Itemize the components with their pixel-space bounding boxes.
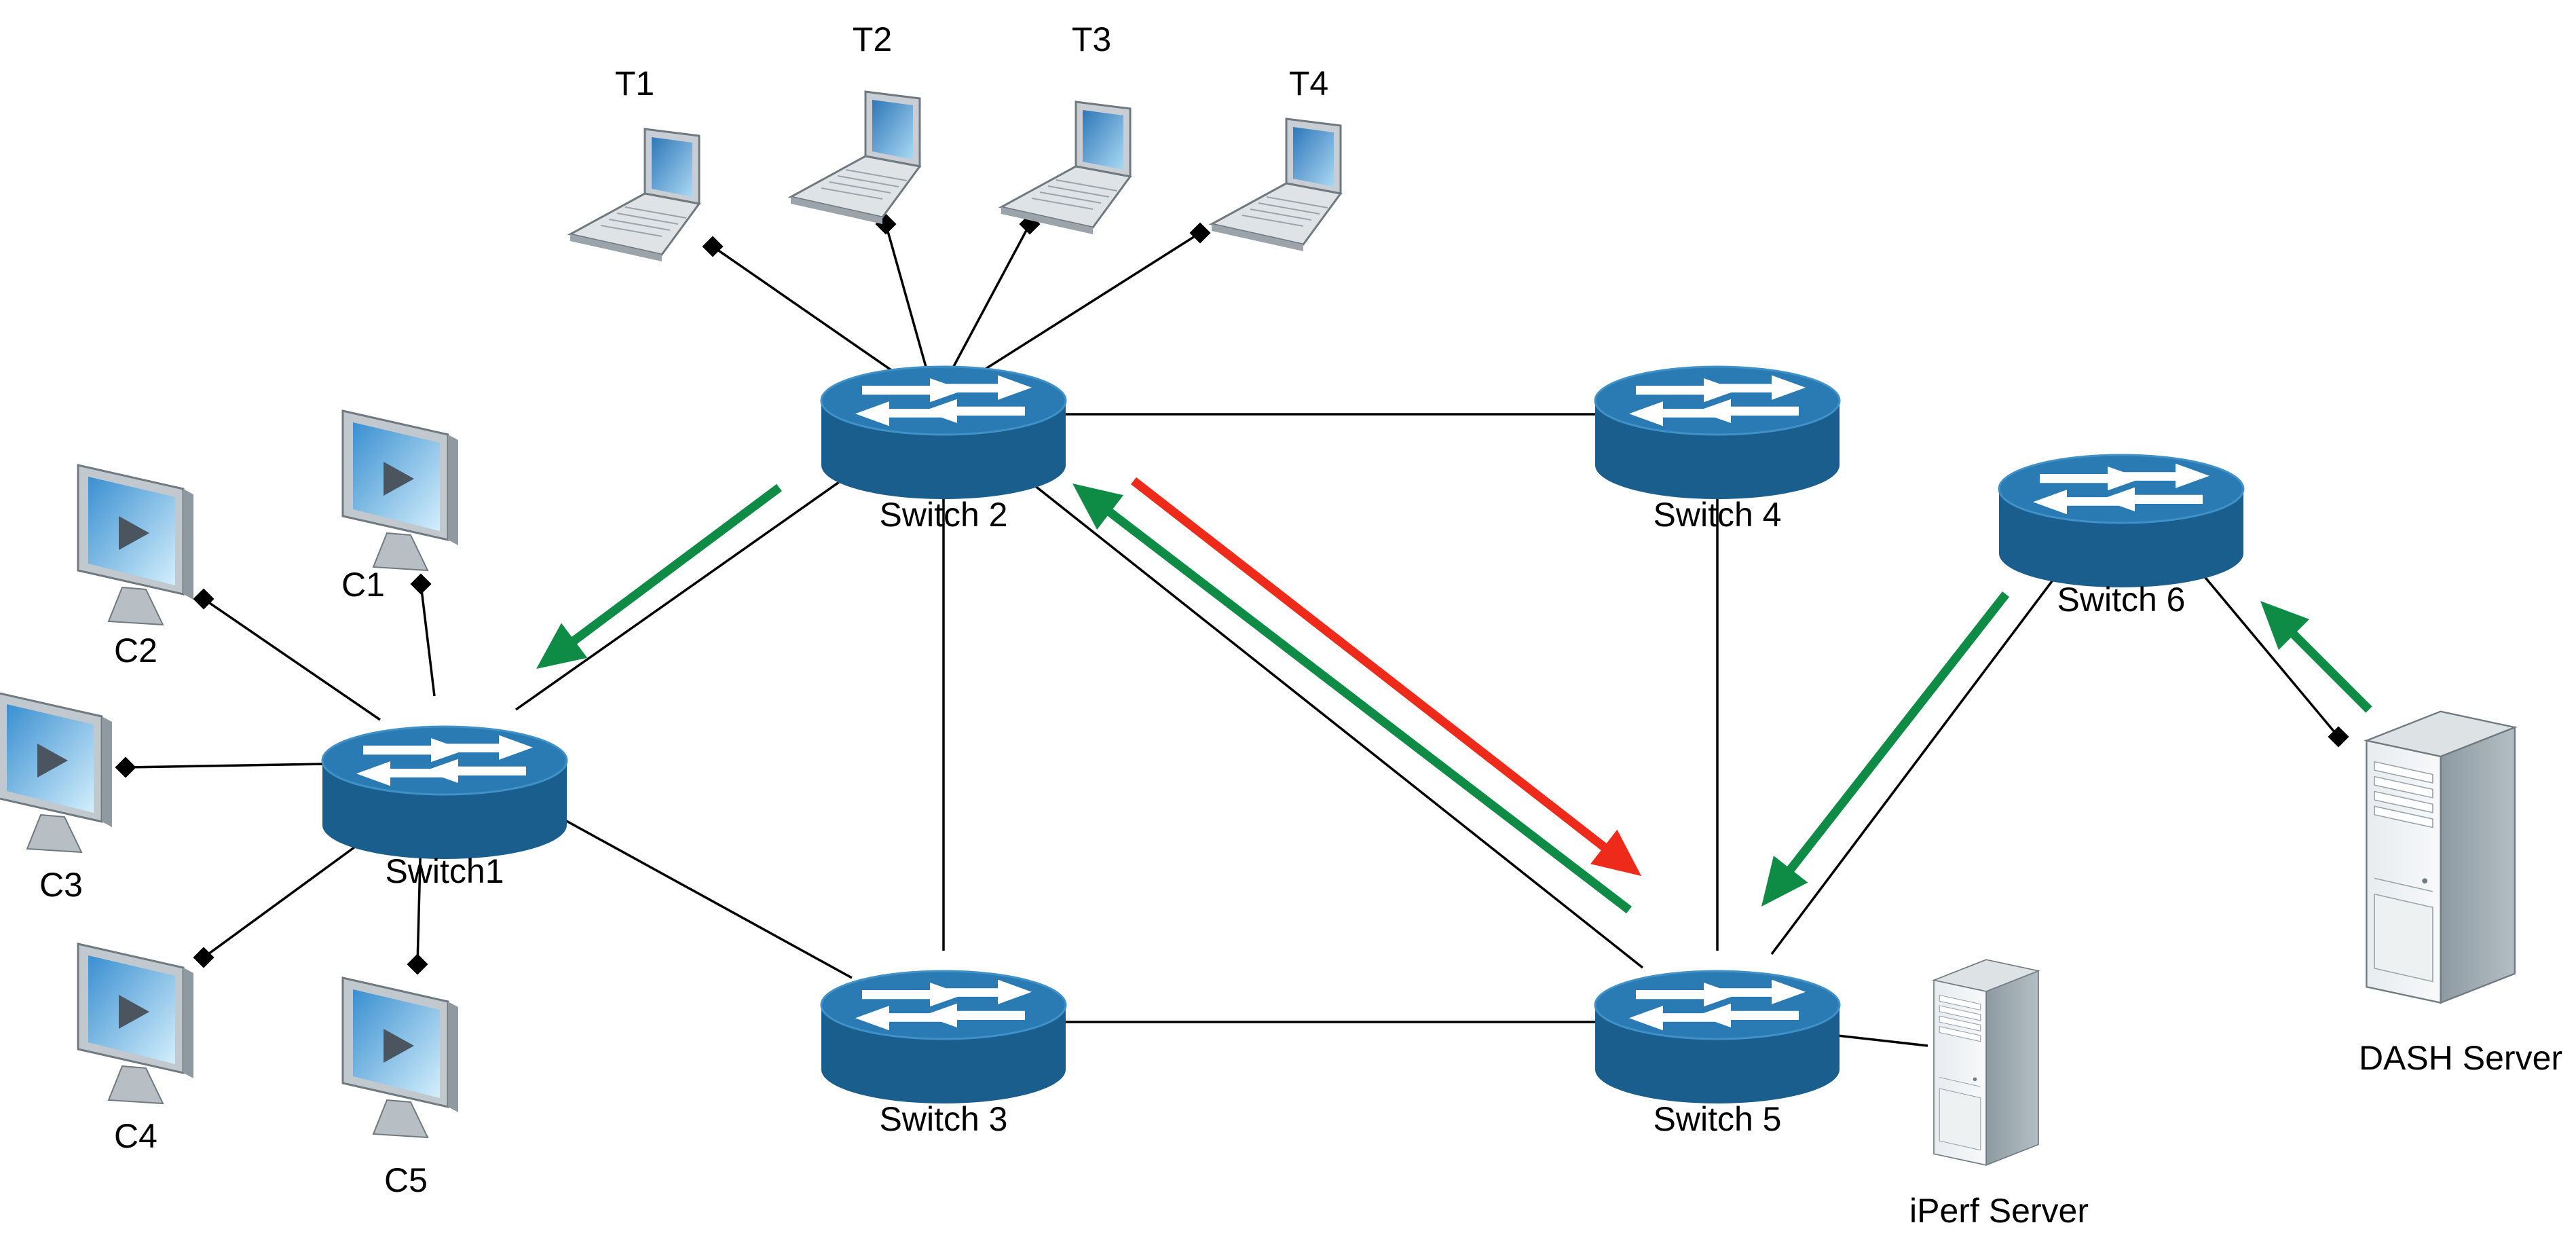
c2-monitor-play-icon[interactable]: [77, 464, 193, 626]
sw5-router-switch-icon[interactable]: [1594, 970, 1841, 1103]
flow-arrow-sw6-to-sw5: [1761, 591, 2010, 907]
sw1-label: Switch1: [385, 852, 504, 890]
link-connector-c4: [193, 947, 214, 968]
link-connector-sw6: [2328, 726, 2349, 748]
link-connector-c2: [193, 588, 214, 610]
t2-label: T2: [853, 20, 892, 58]
flow-arrow-dash-to-sw6: [2260, 601, 2372, 713]
link-c1-sw1: [419, 583, 436, 697]
links-layer: [115, 213, 2349, 1047]
c1-monitor-play-icon[interactable]: [341, 409, 458, 572]
link-connector-c1: [410, 573, 432, 595]
sw6-router-switch-icon[interactable]: [1998, 454, 2245, 587]
sw3-label: Switch 3: [880, 1100, 1008, 1138]
link-connector-c3: [115, 756, 136, 778]
link-connector-c5: [407, 953, 428, 975]
link-sw2-sw1: [515, 450, 884, 711]
flow-arrow-sw2-to-sw5: [1131, 477, 1641, 876]
t1-laptop-icon[interactable]: [567, 128, 701, 261]
link-sw2-sw5: [1003, 460, 1644, 969]
flow-arrow-sw2-to-sw1: [536, 483, 782, 669]
link-connector-t1: [702, 236, 724, 257]
c3-label: C3: [39, 866, 83, 904]
flow-arrow-sw5-to-sw2: [1072, 483, 1632, 914]
t2-laptop-icon[interactable]: [787, 90, 922, 224]
sw4-router-switch-icon[interactable]: [1594, 365, 1841, 499]
nodes-layer: [0, 90, 2518, 1166]
t4-laptop-icon[interactable]: [1208, 117, 1343, 251]
iperf-label: iPerf Server: [1909, 1192, 2089, 1230]
flows-layer: [536, 477, 2372, 914]
link-c3-sw1: [125, 763, 326, 769]
iperf-tower-server-icon[interactable]: [1932, 959, 2040, 1166]
t4-label: T4: [1289, 65, 1328, 103]
c4-label: C4: [114, 1117, 157, 1155]
link-c4-sw1: [202, 827, 381, 959]
c5-monitor-play-icon[interactable]: [341, 976, 458, 1139]
t3-label: T3: [1072, 20, 1111, 58]
sw2-label: Switch 2: [880, 496, 1008, 534]
labels-layer: Switch1 Switch 2 Switch 3 Switch 4 Switch 5 S…: [39, 20, 2562, 1230]
sw2-router-switch-icon[interactable]: [820, 365, 1067, 499]
c1-label: C1: [341, 566, 385, 604]
link-sw6-dash: [2181, 549, 2340, 738]
c4-monitor-play-icon[interactable]: [77, 943, 193, 1105]
t1-label: T1: [615, 65, 654, 103]
c2-label: C2: [114, 632, 157, 670]
link-sw1-sw3: [542, 807, 853, 979]
c3-monitor-play-icon[interactable]: [0, 692, 112, 854]
t3-laptop-icon[interactable]: [998, 101, 1132, 234]
sw6-label: Switch 6: [2057, 581, 2186, 619]
link-sw6-sw5: [1770, 555, 2072, 955]
sw4-label: Switch 4: [1654, 496, 1782, 534]
c5-label: C5: [384, 1161, 428, 1199]
sw5-label: Switch 5: [1654, 1100, 1782, 1138]
link-connector-t4: [1189, 222, 1211, 244]
sw3-router-switch-icon[interactable]: [820, 970, 1067, 1103]
sw1-router-switch-icon[interactable]: [321, 725, 568, 859]
link-c2-sw1: [203, 598, 381, 721]
dash-label: DASH Server: [2359, 1039, 2562, 1077]
dash-tower-server-icon[interactable]: [2364, 710, 2518, 1004]
